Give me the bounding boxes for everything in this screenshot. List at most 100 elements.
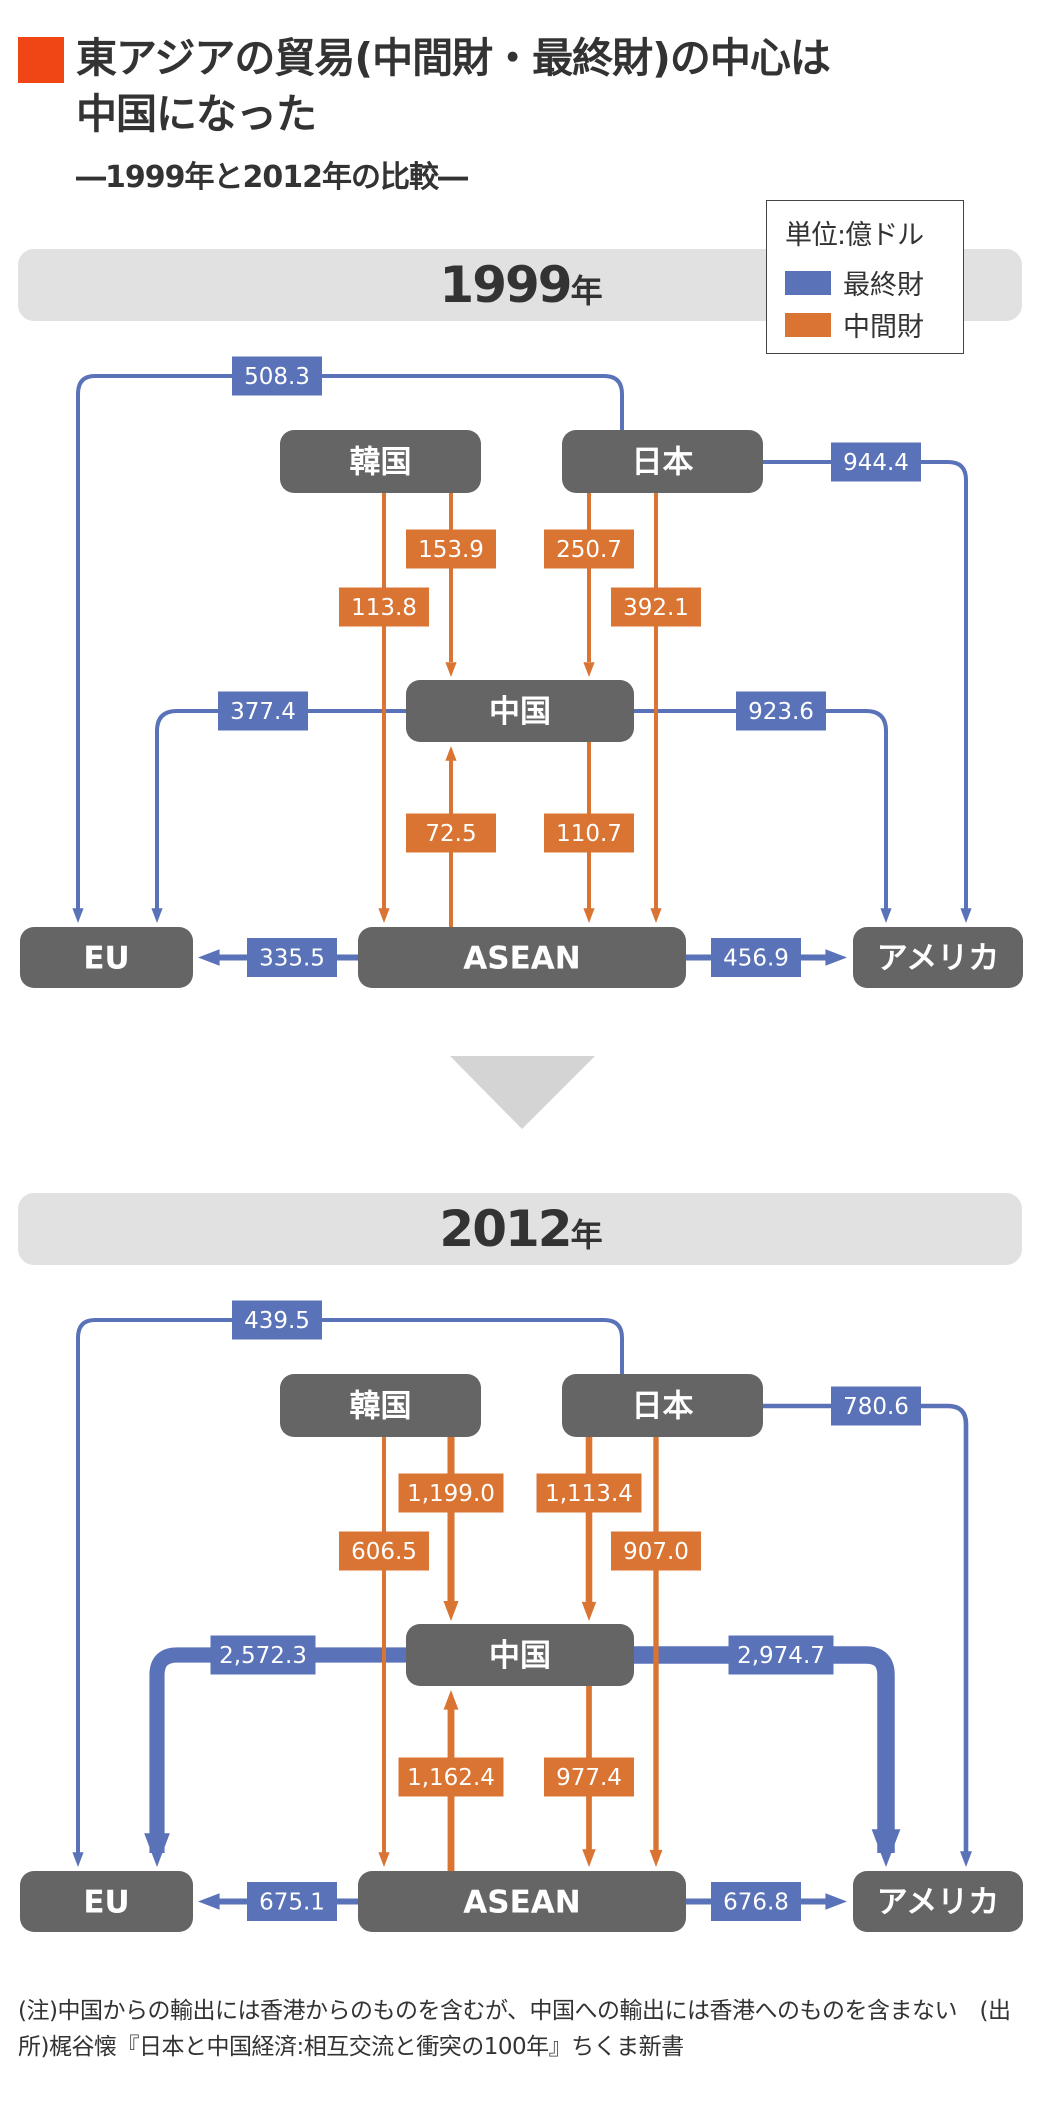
node-usa xyxy=(853,1871,1023,1932)
label-japan-eu-box xyxy=(232,1300,322,1340)
arrow-japan-eu xyxy=(72,908,84,923)
label-japan-usa-box xyxy=(831,442,921,482)
arrow-korea-china xyxy=(443,1601,459,1621)
flow-japan-eu xyxy=(76,374,624,909)
title-line-1: 東アジアの貿易(中間財・最終財)の中心は xyxy=(76,34,831,82)
label-asean-eu: 335.5 xyxy=(259,946,325,972)
node-japan-label: 日本 xyxy=(632,445,694,481)
label-china-usa: 2,974.7 xyxy=(737,1643,825,1669)
label-china-asean-box xyxy=(544,1757,634,1797)
arrow-china-eu xyxy=(151,908,163,923)
label-asean-usa-box xyxy=(711,938,801,977)
label-asean-usa: 676.8 xyxy=(723,1890,789,1916)
arrow-china-eu xyxy=(144,1833,170,1867)
label-korea-asean: 113.8 xyxy=(351,595,417,621)
flow-japan-usa xyxy=(763,460,968,909)
year-label: 2012 xyxy=(439,1200,572,1258)
label-korea-asean-box xyxy=(339,1531,429,1571)
arrow-asean-usa xyxy=(825,949,847,966)
label-japan-usa: 944.4 xyxy=(843,450,909,476)
label-japan-usa-box xyxy=(831,1386,921,1426)
node-china-label: 中国 xyxy=(489,694,551,730)
label-asean-eu-box xyxy=(247,938,337,977)
arrow-japan-eu xyxy=(72,1852,84,1867)
label-japan-asean-box xyxy=(611,587,701,627)
node-asean xyxy=(358,1871,686,1932)
label-asean-china-box xyxy=(398,1757,504,1797)
node-korea xyxy=(280,1374,481,1437)
label-asean-eu-box xyxy=(247,1882,337,1921)
arrow-asean-eu xyxy=(198,1893,220,1910)
arrow-japan-asean xyxy=(650,908,662,923)
label-korea-china-box xyxy=(398,1473,504,1513)
arrow-japan-usa xyxy=(960,1851,972,1867)
arrow-asean-china xyxy=(445,746,457,761)
flow-china-eu xyxy=(149,1647,406,1853)
node-china xyxy=(406,1624,634,1686)
node-asean-label: ASEAN xyxy=(463,1885,580,1921)
legend-swatch-orange xyxy=(785,312,831,337)
label-china-usa-box xyxy=(736,691,826,731)
legend-item-intermediate: 中間財 xyxy=(785,305,924,344)
legend-unit: 単位:億ドル xyxy=(785,220,924,251)
label-japan-asean: 907.0 xyxy=(623,1539,689,1565)
arrow-korea-asean xyxy=(378,1852,390,1867)
label-japan-china-box xyxy=(536,1473,642,1513)
node-korea-label: 韓国 xyxy=(350,445,412,481)
subtitle: ―1999年と2012年の比較― xyxy=(76,160,468,195)
label-china-usa: 923.6 xyxy=(748,699,814,725)
legend-label: 中間財 xyxy=(843,312,924,343)
arrow-asean-eu xyxy=(198,949,220,966)
year-band-2012: 2012年 xyxy=(18,1193,1022,1265)
title-line-2: 中国になった xyxy=(76,90,317,138)
label-china-eu: 2,572.3 xyxy=(219,1643,307,1669)
node-korea xyxy=(280,430,481,493)
label-japan-eu: 508.3 xyxy=(244,364,310,390)
node-japan-label: 日本 xyxy=(632,1389,694,1425)
node-asean xyxy=(358,927,686,988)
node-usa xyxy=(853,927,1023,988)
legend-label: 最終財 xyxy=(843,270,924,301)
label-korea-china: 153.9 xyxy=(418,537,484,563)
arrow-china-usa xyxy=(880,908,892,923)
label-asean-usa-box xyxy=(711,1882,801,1921)
label-korea-china: 1,199.0 xyxy=(407,1481,495,1507)
year-suffix: 年 xyxy=(570,1216,603,1254)
label-japan-asean-box xyxy=(611,1531,701,1571)
label-china-usa-box xyxy=(728,1635,834,1675)
footnote: (注)中国からの輸出には香港からのものを含むが、中国への輸出には香港へのものを含… xyxy=(18,1998,1011,2060)
arrow-japan-china xyxy=(583,662,595,677)
year-label: 1999 xyxy=(439,256,572,314)
node-eu xyxy=(20,1871,193,1932)
arrow-china-asean xyxy=(582,1849,596,1867)
label-korea-asean: 606.5 xyxy=(351,1539,417,1565)
legend-item-final: 最終財 xyxy=(785,263,924,302)
label-asean-china: 1,162.4 xyxy=(407,1765,495,1791)
label-korea-asean-box xyxy=(339,587,429,627)
label-asean-china: 72.5 xyxy=(425,821,476,847)
node-usa-label: アメリカ xyxy=(877,941,999,977)
label-asean-usa: 456.9 xyxy=(723,946,789,972)
flow-china-eu xyxy=(155,709,406,909)
flow-china-usa xyxy=(634,709,888,909)
label-asean-eu: 675.1 xyxy=(259,1890,325,1916)
label-japan-eu-box xyxy=(232,356,322,396)
title-accent-mark xyxy=(18,37,64,83)
label-china-eu: 377.4 xyxy=(230,699,296,725)
label-japan-china-box xyxy=(544,529,634,569)
arrow-japan-china xyxy=(581,1601,597,1621)
legend: 単位:億ドル 最終財 中間財 xyxy=(766,200,964,354)
flow-japan-usa xyxy=(763,1403,969,1853)
node-asean-label: ASEAN xyxy=(463,941,580,977)
label-japan-china: 250.7 xyxy=(556,537,622,563)
label-asean-china-box xyxy=(406,813,496,853)
year-suffix: 年 xyxy=(570,272,603,310)
node-eu-label: EU xyxy=(83,1885,129,1921)
node-japan xyxy=(562,1374,763,1437)
page-title: 東アジアの貿易(中間財・最終財)の中心は 中国になった xyxy=(76,30,976,142)
node-japan xyxy=(562,430,763,493)
flow-china-usa xyxy=(634,1646,895,1853)
arrow-japan-asean xyxy=(649,1849,663,1867)
label-china-eu-box xyxy=(210,1635,316,1675)
